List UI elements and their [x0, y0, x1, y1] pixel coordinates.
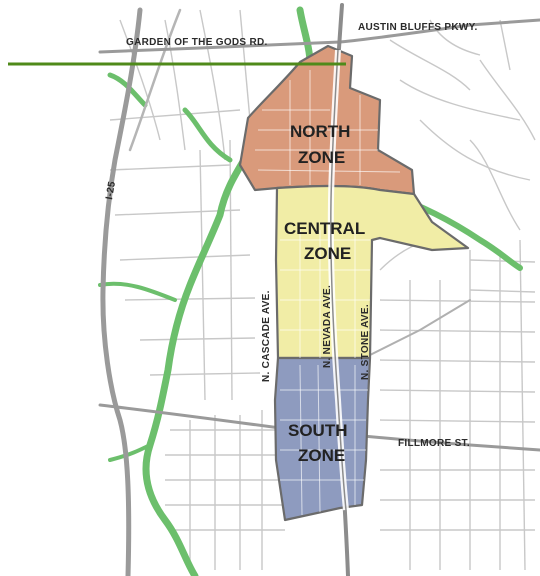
creek-branch-lower	[98, 281, 177, 302]
central-zone-label-line2: ZONE	[304, 244, 351, 263]
minor-street-grid	[109, 9, 536, 571]
creek-branch-south	[108, 443, 152, 462]
creek-branch-north	[182, 107, 233, 163]
stone-label: N. STONE AVE.	[360, 304, 371, 380]
south-zone-label-line2: ZONE	[298, 446, 345, 465]
north-zone-label-line2: ZONE	[298, 148, 345, 167]
central-zone	[274, 184, 470, 360]
interstate-label: I-25	[104, 180, 118, 200]
nevada-label: N. NEVADA AVE.	[322, 285, 333, 368]
austin-bluffs-label: AUSTIN BLUFFS PKWY.	[358, 22, 478, 33]
fillmore-label: FILLMORE ST.	[398, 438, 470, 449]
central-zone-label-line1: CENTRAL	[284, 219, 365, 238]
garden-of-the-gods-label: GARDEN OF THE GODS RD.	[126, 37, 268, 48]
north-zone-label-line1: NORTH	[290, 122, 350, 141]
interstate-road	[100, 7, 143, 576]
south-zone-label-line1: SOUTH	[288, 421, 348, 440]
zone-block-lines	[255, 70, 401, 516]
cascade-label: N. CASCADE AVE.	[261, 290, 272, 382]
